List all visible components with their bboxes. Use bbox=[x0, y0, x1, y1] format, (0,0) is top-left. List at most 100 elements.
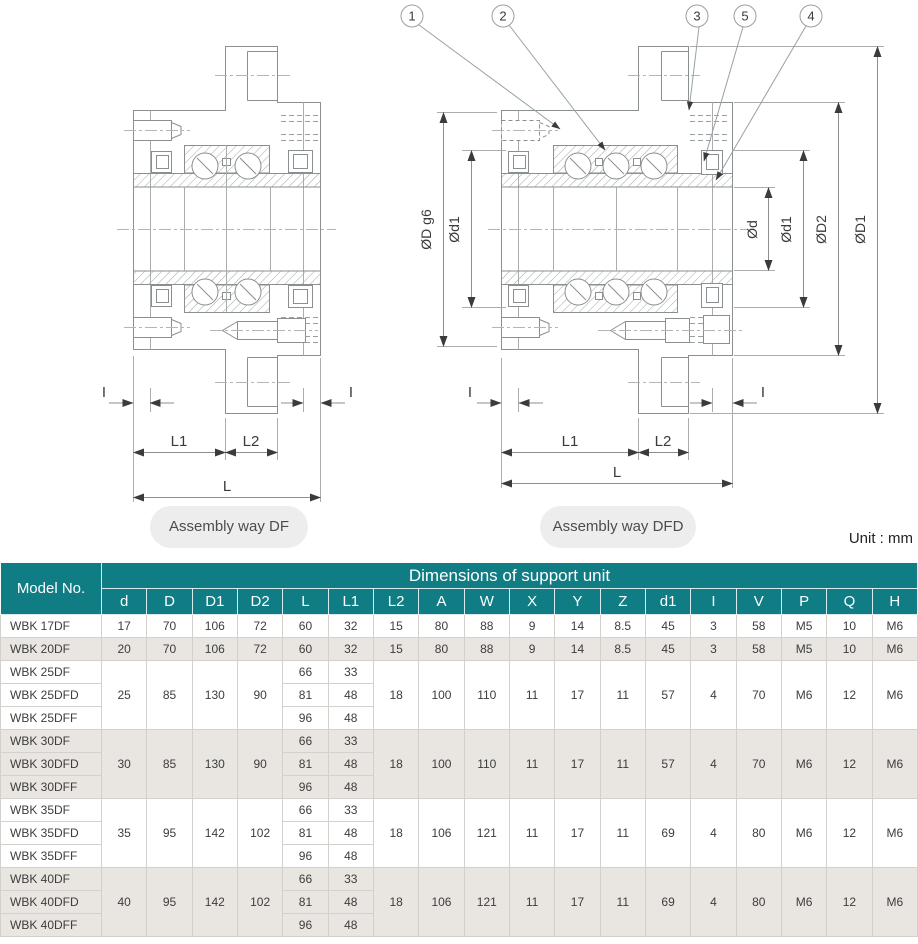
model-no-header: Model No. bbox=[0, 562, 102, 615]
table-cell: 110 bbox=[463, 660, 510, 730]
dfd-drawing bbox=[400, 4, 884, 488]
dim-label-l2-df: L2 bbox=[243, 433, 260, 450]
model-cell: WBK 35DFF bbox=[0, 844, 102, 868]
table-cell: 70 bbox=[146, 637, 193, 661]
table-cell: 100 bbox=[418, 660, 465, 730]
table-cell: 33 bbox=[327, 798, 374, 822]
dim-label-i-right-df: I bbox=[349, 384, 353, 401]
column-header-A: A bbox=[418, 588, 465, 615]
callout-number-5: 5 bbox=[741, 9, 748, 24]
dim-label-i-left-df: I bbox=[102, 384, 106, 401]
table-cell: 69 bbox=[644, 798, 692, 868]
table-cell: 142 bbox=[191, 867, 238, 937]
table-cell: 17 bbox=[554, 867, 601, 937]
table-cell: 11 bbox=[599, 729, 646, 799]
table-cell: 69 bbox=[644, 867, 692, 937]
model-cell: WBK 40DFF bbox=[0, 913, 102, 937]
model-cell: WBK 30DF bbox=[0, 729, 102, 753]
column-header-W: W bbox=[463, 588, 510, 615]
table-cell: 17 bbox=[554, 798, 601, 868]
drawings-section: I I L1 L2 L bbox=[101, 4, 913, 548]
callout-circle-4 bbox=[799, 4, 823, 28]
table-cell: 3 bbox=[690, 637, 737, 661]
table-cell: 96 bbox=[282, 706, 329, 730]
table-cell: 130 bbox=[191, 729, 238, 799]
table-cell: 96 bbox=[282, 913, 329, 937]
dia-label-d1-right: Ød1 bbox=[778, 216, 794, 243]
table-cell: M5 bbox=[780, 637, 828, 661]
table-cell: 40 bbox=[100, 867, 148, 937]
column-header-X: X bbox=[508, 588, 556, 615]
table-cell: 20 bbox=[100, 637, 148, 661]
dia-label-D1: ØD1 bbox=[852, 215, 868, 244]
table-cell: M6 bbox=[780, 867, 828, 937]
table-cell: M6 bbox=[871, 637, 918, 661]
table-cell: 57 bbox=[644, 660, 692, 730]
table-cell: 66 bbox=[282, 729, 329, 753]
table-cell: 96 bbox=[282, 844, 329, 868]
dim-label-i-left-dfd: I bbox=[468, 384, 472, 401]
column-header-I: I bbox=[690, 588, 737, 615]
table-cell: 48 bbox=[327, 752, 374, 776]
group-header: Dimensions of support unit bbox=[101, 562, 918, 589]
table-cell: M6 bbox=[871, 614, 918, 638]
table-cell: 100 bbox=[418, 729, 465, 799]
table-cell: 106 bbox=[418, 798, 465, 868]
model-cell: WBK 35DF bbox=[0, 798, 102, 822]
dia-label-d2: ØD2 bbox=[813, 215, 829, 244]
table-cell: 60 bbox=[282, 637, 329, 661]
table-cell: 130 bbox=[191, 660, 238, 730]
table-cell: 102 bbox=[236, 798, 284, 868]
model-cell: WBK 40DF bbox=[0, 867, 102, 891]
table-cell: 17 bbox=[554, 660, 601, 730]
column-header-V: V bbox=[735, 588, 782, 615]
dim-label-l1-df: L1 bbox=[171, 433, 188, 450]
table-cell: 80 bbox=[418, 614, 465, 638]
table-cell: 18 bbox=[372, 729, 420, 799]
model-cell: WBK 17DF bbox=[0, 614, 102, 638]
table-cell: 12 bbox=[826, 798, 873, 868]
table-cell: 106 bbox=[418, 867, 465, 937]
table-cell: 15 bbox=[372, 637, 420, 661]
table-cell: 11 bbox=[508, 660, 556, 730]
table-cell: 48 bbox=[327, 844, 374, 868]
table-cell: 81 bbox=[282, 890, 329, 914]
table-cell: 11 bbox=[599, 867, 646, 937]
table-cell: 18 bbox=[372, 660, 420, 730]
table-cell: 33 bbox=[327, 729, 374, 753]
model-cell: WBK 40DFD bbox=[0, 890, 102, 914]
table-cell: M6 bbox=[780, 729, 828, 799]
table-cell: 48 bbox=[327, 913, 374, 937]
table-cell: 102 bbox=[236, 867, 284, 937]
unit-label: Unit : mm bbox=[848, 530, 913, 547]
dia-label-d: Ød bbox=[744, 220, 760, 239]
table-cell: 11 bbox=[508, 867, 556, 937]
table-cell: 90 bbox=[236, 660, 284, 730]
table-cell: 8.5 bbox=[599, 614, 646, 638]
column-header-Z: Z bbox=[599, 588, 646, 615]
table-cell: 66 bbox=[282, 867, 329, 891]
table-cell: 10 bbox=[826, 637, 873, 661]
table-cell: 80 bbox=[735, 867, 782, 937]
table-cell: 66 bbox=[282, 798, 329, 822]
table-cell: 25 bbox=[100, 660, 148, 730]
table-cell: 142 bbox=[191, 798, 238, 868]
dim-label-l-df: L bbox=[223, 478, 231, 495]
table-cell: 33 bbox=[327, 867, 374, 891]
dim-label-l-dfd: L bbox=[613, 464, 621, 481]
column-header-Q: Q bbox=[826, 588, 873, 615]
column-header-L1: L1 bbox=[327, 588, 374, 615]
column-header-D: D bbox=[146, 588, 193, 615]
callout-circle-1 bbox=[400, 4, 424, 28]
table-cell: 80 bbox=[418, 637, 465, 661]
table-cell: 32 bbox=[327, 637, 374, 661]
callout-number-4: 4 bbox=[807, 9, 814, 24]
table-cell: 66 bbox=[282, 660, 329, 684]
column-header-D2: D2 bbox=[236, 588, 284, 615]
dim-label-i-right-dfd: I bbox=[761, 384, 765, 401]
